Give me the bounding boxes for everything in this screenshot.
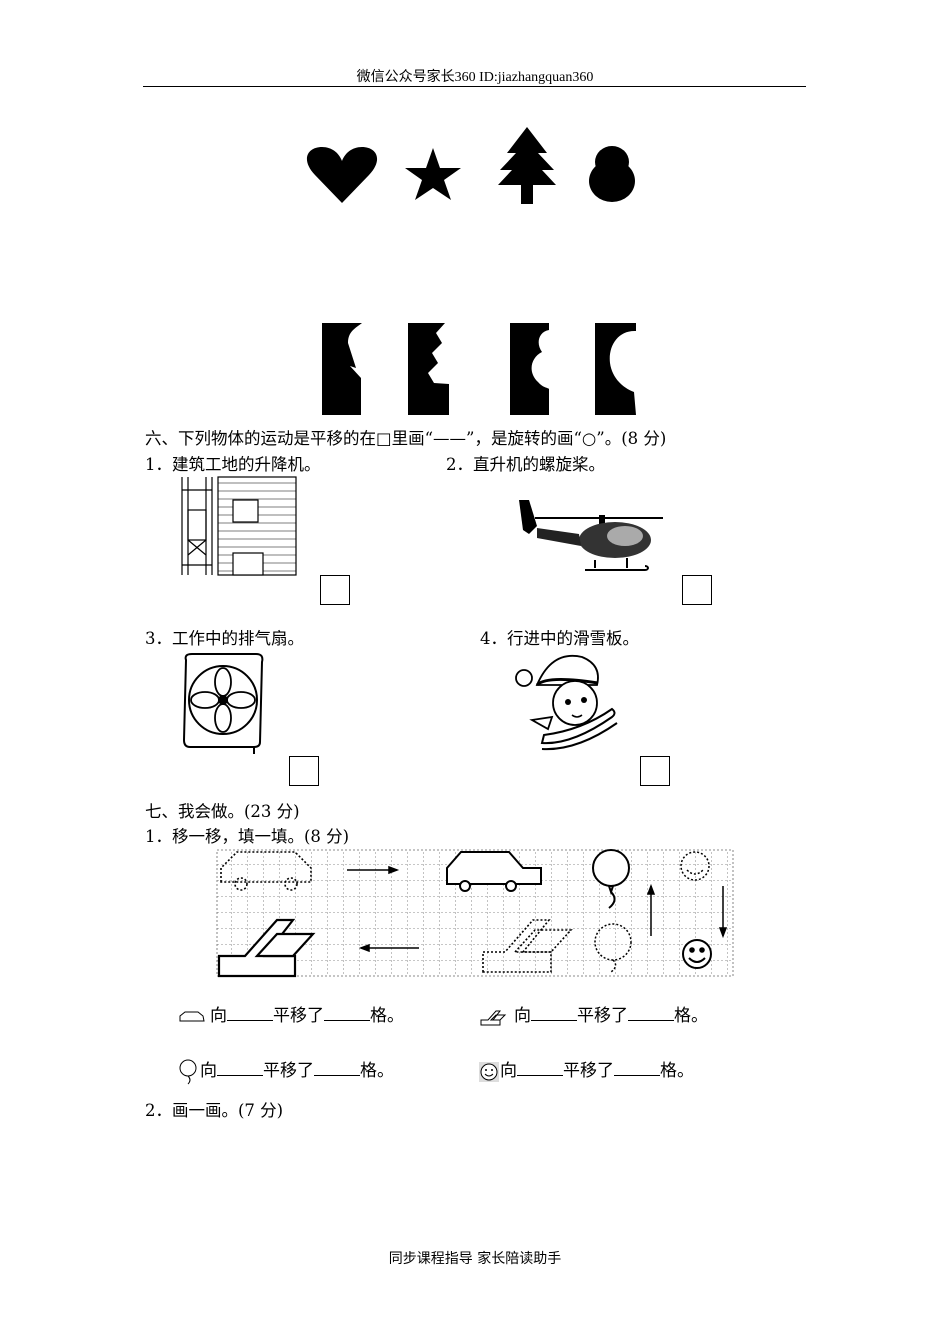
plane-direction-blank[interactable] bbox=[531, 1020, 577, 1021]
fill-unit-label: 格。 bbox=[660, 1061, 694, 1081]
balloon-small-icon bbox=[179, 1059, 197, 1084]
heart-icon bbox=[306, 147, 378, 203]
half-tree-icon bbox=[408, 323, 449, 415]
fill-row-smiley: 向 平移了 格。 bbox=[478, 1056, 694, 1083]
fill-dir-label: 向 bbox=[200, 1061, 217, 1081]
arrow-up bbox=[646, 883, 656, 936]
header-divider bbox=[143, 86, 806, 87]
page-header: 微信公众号家长360 ID:jiazhangquan360 bbox=[356, 70, 594, 85]
fill-row-plane: 向 平移了 格。 bbox=[480, 1001, 708, 1026]
fill-dir-label: 向 bbox=[210, 1006, 227, 1026]
star-icon bbox=[405, 148, 461, 200]
fill-moved-label: 平移了 bbox=[263, 1061, 314, 1081]
half-circle-icon bbox=[595, 323, 636, 415]
section6-title: 六、下列物体的运动是平移的在□里画“——”，是旋转的画“○”。(8 分) bbox=[145, 429, 667, 448]
snowman-icon bbox=[589, 146, 635, 202]
item2-answer-box[interactable] bbox=[682, 575, 712, 605]
plane-count-blank[interactable] bbox=[628, 1020, 674, 1021]
car-small-icon bbox=[179, 1011, 205, 1021]
car-shape bbox=[446, 851, 542, 892]
fill-moved-label: 平移了 bbox=[563, 1061, 614, 1081]
section7-q2: 2．画一画。(7 分) bbox=[145, 1101, 284, 1120]
item2-label: 2．直升机的螺旋桨。 bbox=[446, 455, 605, 474]
item3-label: 3．工作中的排气扇。 bbox=[145, 629, 304, 648]
item4-answer-box[interactable] bbox=[640, 756, 670, 786]
half-heart-icon bbox=[322, 323, 362, 415]
smiley-dotted-shape bbox=[680, 851, 710, 881]
smiley-small-icon bbox=[479, 1061, 499, 1082]
fill-row-balloon: 向 平移了 格。 bbox=[178, 1056, 394, 1085]
item1-label: 1．建筑工地的升降机。 bbox=[145, 455, 321, 474]
item1-answer-box[interactable] bbox=[320, 575, 350, 605]
translation-grid bbox=[216, 849, 734, 978]
fill-dir-label: 向 bbox=[500, 1061, 517, 1081]
smiley-shape bbox=[682, 939, 712, 969]
plane-small-icon bbox=[480, 1010, 507, 1025]
elevator-image bbox=[178, 475, 298, 576]
arrow-down bbox=[718, 886, 728, 939]
fill-moved-label: 平移了 bbox=[273, 1006, 324, 1026]
smiley-direction-blank[interactable] bbox=[517, 1075, 563, 1076]
half-snowman-icon bbox=[510, 323, 549, 415]
section7-q1: 1．移一移，填一填。(8 分) bbox=[145, 827, 350, 846]
car-dotted-shape bbox=[220, 851, 312, 891]
fill-row-car: 向 平移了 格。 bbox=[178, 1001, 404, 1026]
sled-boy-image bbox=[515, 655, 618, 751]
balloon-direction-blank[interactable] bbox=[217, 1075, 263, 1076]
fill-dir-label: 向 bbox=[514, 1006, 531, 1026]
fill-unit-label: 格。 bbox=[360, 1061, 394, 1081]
plane-shape bbox=[217, 918, 316, 978]
item4-label: 4．行进中的滑雪板。 bbox=[480, 629, 639, 648]
car-count-blank[interactable] bbox=[324, 1020, 370, 1021]
section7-title: 七、我会做。(23 分) bbox=[145, 802, 300, 821]
helicopter-image bbox=[519, 500, 663, 571]
fill-unit-label: 格。 bbox=[370, 1006, 404, 1026]
exhaust-fan-image bbox=[182, 653, 264, 754]
plane-dotted-shape bbox=[482, 919, 573, 973]
fill-moved-label: 平移了 bbox=[577, 1006, 628, 1026]
balloon-dotted-shape bbox=[594, 923, 632, 973]
tree-icon bbox=[498, 127, 556, 204]
balloon-count-blank[interactable] bbox=[314, 1075, 360, 1076]
half-shapes-row bbox=[322, 323, 636, 415]
smiley-count-blank[interactable] bbox=[614, 1075, 660, 1076]
arrow-left-to-right bbox=[347, 865, 400, 875]
item3-answer-box[interactable] bbox=[289, 756, 319, 786]
page-footer: 同步课程指导 家长陪读助手 bbox=[388, 1251, 562, 1267]
car-direction-blank[interactable] bbox=[227, 1020, 273, 1021]
fill-unit-label: 格。 bbox=[674, 1006, 708, 1026]
balloon-shape bbox=[592, 849, 630, 909]
symmetric-shapes-row bbox=[306, 127, 635, 204]
arrow-right-to-left bbox=[358, 943, 419, 953]
